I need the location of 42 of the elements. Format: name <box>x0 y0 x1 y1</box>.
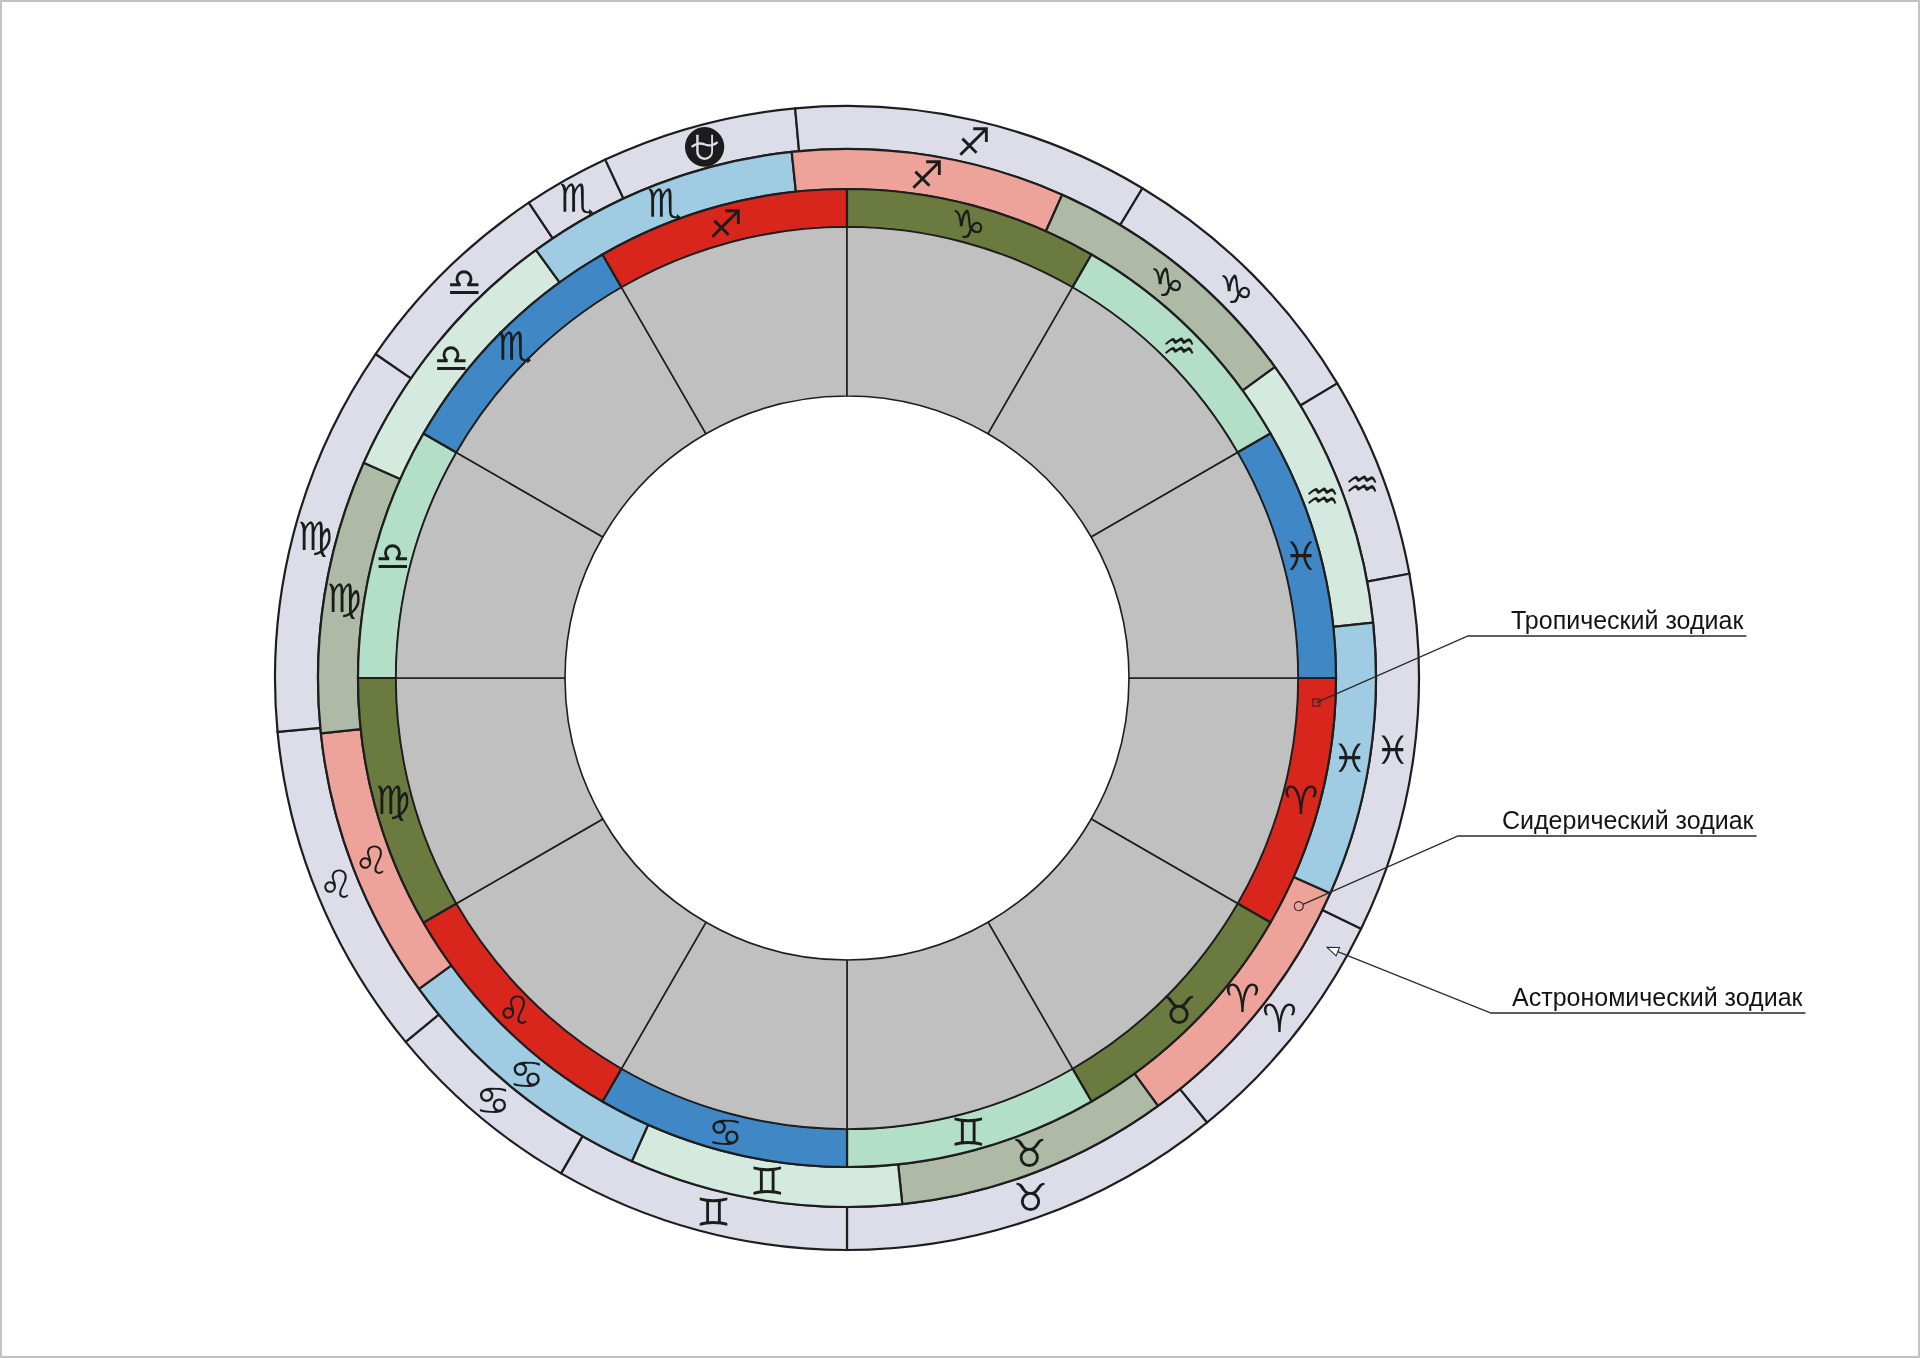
zodiac-glyph: ♒ <box>1344 464 1380 504</box>
zodiac-glyph: ♏ <box>559 178 595 218</box>
callout-label: Сидерический зодиак <box>1502 805 1754 835</box>
zodiac-glyph: ♈ <box>1225 978 1261 1018</box>
zodiac-glyph: ♍ <box>375 780 411 820</box>
zodiac-glyph: ♐ <box>909 155 945 195</box>
zodiac-glyph: ♓ <box>1283 536 1319 576</box>
zodiac-glyph: ♑ <box>1218 269 1254 309</box>
leader-line <box>1293 835 1758 912</box>
zodiac-glyph: ♌ <box>497 990 533 1030</box>
zodiac-glyph: ♌ <box>319 864 355 904</box>
zodiac-glyph: ♍ <box>297 516 333 555</box>
zodiac-glyph: ⛎ <box>679 126 730 166</box>
zodiac-glyph: ♈ <box>1262 998 1298 1038</box>
zodiac-glyph: ♉ <box>1161 990 1197 1030</box>
callout-label: Астрономический зодиак <box>1512 982 1803 1012</box>
zodiac-glyph: ♐ <box>707 204 743 244</box>
zodiac-glyph: ♎ <box>447 262 483 302</box>
zodiac-glyph: ♐ <box>956 122 992 162</box>
zodiac-glyph: ♑ <box>951 204 987 244</box>
zodiac-glyph: ♎ <box>375 536 411 576</box>
zodiac-glyph: ♉ <box>1011 1133 1047 1173</box>
zodiac-glyph: ♒ <box>1304 476 1340 516</box>
zodiac-glyph: ♑ <box>1149 262 1185 302</box>
zodiac-glyph: ♊ <box>749 1161 785 1201</box>
zodiac-glyph: ♋ <box>475 1080 511 1120</box>
callout-label: Тропический зодиак <box>1511 605 1744 635</box>
zodiac-glyph: ♏ <box>647 183 683 223</box>
zodiac-glyph: ♌ <box>354 840 390 880</box>
zodiac-glyph: ♓ <box>1375 730 1411 770</box>
zodiac-glyph: ♈ <box>1283 780 1319 820</box>
zodiac-glyph: ♓ <box>1332 738 1368 778</box>
zodiac-glyph: ♊ <box>696 1192 732 1232</box>
zodiac-glyph: ♒ <box>1161 326 1197 366</box>
zodiac-glyph: ♎ <box>433 338 469 378</box>
zodiac-glyph: ♋ <box>509 1054 545 1094</box>
zodiac-glyph: ♉ <box>1013 1177 1049 1217</box>
zodiac-glyph: ♊ <box>951 1112 987 1152</box>
zodiac-glyph: ♋ <box>707 1112 743 1152</box>
zodiac-glyph: ♏ <box>497 326 533 366</box>
zodiac-glyph: ♍ <box>326 578 362 618</box>
leader-line <box>1312 635 1748 707</box>
